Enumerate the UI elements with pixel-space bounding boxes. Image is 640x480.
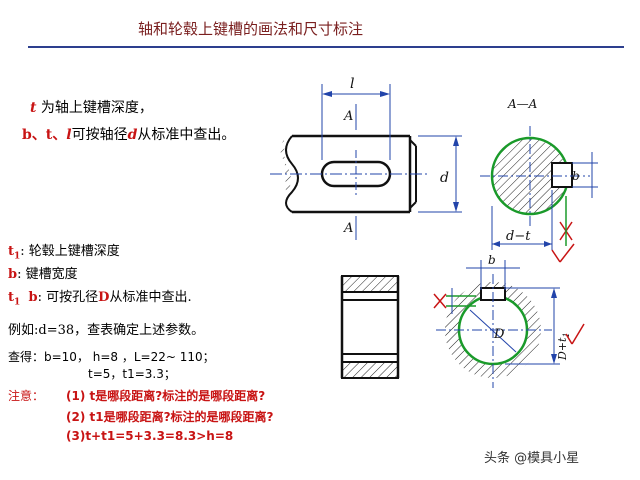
hub-standard-text: t1 b: 可按孔径D从标准中查出. (8, 290, 192, 308)
dim-d-minus-t-label: d−t (506, 229, 531, 244)
page-title: 轴和轮毂上键槽的画法和尺寸标注 (138, 20, 364, 38)
keyway-width-text: b: 键槽宽度 (8, 267, 78, 282)
shaft-front-view: l A A d (270, 76, 462, 240)
dim-b-shaft-label: b (572, 169, 580, 183)
dim-l-label: l (350, 76, 354, 92)
section-mark-bottom: A (343, 221, 353, 236)
hub-front-view (340, 275, 400, 379)
section-title: A—A (507, 97, 538, 111)
hub-depth-text: t1: 轮毂上键槽深度 (8, 244, 120, 262)
watermark: 头条 @模具小星 (484, 451, 580, 466)
shaft-standard-text: b、t、l可按轴径d从标准中查出。 (22, 127, 236, 143)
example-text: 例如:d=38，查表确定上述参数。 (8, 323, 205, 338)
dim-d-label: d (440, 170, 449, 186)
note-item-1: (1) t是哪段距离?标注的是哪段距离? (66, 389, 266, 403)
shaft-section-view: A—A b d−t (480, 97, 598, 263)
note-item-3: (3)t+t1=5+3.3=8.3>h=8 (66, 429, 234, 443)
notes-label: 注意： (8, 389, 45, 403)
note-item-2: (2) t1是哪段距离?标注的是哪段距离? (66, 410, 274, 424)
shaft-depth-text: t 为轴上键槽深度， (30, 100, 153, 116)
dim-b-hub-label: b (488, 253, 496, 267)
dim-D-label: D (493, 327, 505, 342)
hub-section-view: b D D+t1 (433, 253, 585, 388)
title-underline (28, 46, 624, 48)
dim-D-plus-t1-label: D+t1 (556, 332, 571, 361)
section-mark-top: A (343, 109, 353, 124)
lookup-line-2: t=5，t1=3.3； (88, 367, 176, 381)
lookup-line-1: 查得：b=10， h=8 ，L=22~ 110； (8, 350, 215, 364)
